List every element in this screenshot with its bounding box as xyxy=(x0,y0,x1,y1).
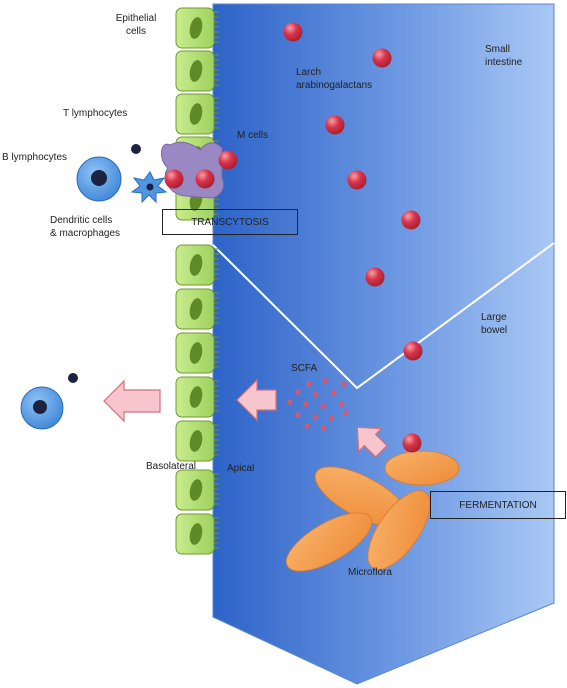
scfa-molecule xyxy=(295,412,301,418)
arabinogalactan-particle xyxy=(283,22,303,42)
bacterium xyxy=(367,490,431,570)
scfa-molecules xyxy=(287,378,349,431)
t-lymphocyte-cell xyxy=(131,144,141,154)
scfa-molecule xyxy=(312,414,318,420)
absorption-arrow-left xyxy=(103,379,161,423)
microflora-bacteria xyxy=(285,450,460,572)
label-microflora: Microflora xyxy=(348,567,392,578)
epithelial-cell xyxy=(175,420,219,462)
arabinogalactan-particle xyxy=(401,210,421,230)
scfa-molecule xyxy=(287,399,293,405)
arabinogalactan-particle xyxy=(365,267,385,287)
dendritic-cell xyxy=(130,171,168,204)
label-m-cells: M cells xyxy=(237,130,269,141)
arabinogalactan-particle xyxy=(325,115,345,135)
scfa-molecule xyxy=(338,401,344,407)
epithelial-cell xyxy=(175,93,219,135)
arabinogalactan-particle xyxy=(195,169,215,189)
label-epithelial-cells: Epithelial cells xyxy=(115,13,157,37)
scfa-molecule xyxy=(304,423,310,429)
label-scfa: SCFA xyxy=(291,363,318,374)
arabinogalactan-particle xyxy=(403,341,423,361)
fermentation-box: FERMENTATION xyxy=(430,491,566,519)
label-dendritic-cells-macrophages: Dendritic cells & macrophages xyxy=(50,215,121,239)
scfa-uptake-arrow xyxy=(236,378,277,422)
label-large-bowel: Large bowel xyxy=(481,312,508,336)
scfa-molecule xyxy=(341,381,347,387)
label-small-intestine: Small intestine xyxy=(485,44,523,68)
label-b-lymphocytes: B lymphocytes xyxy=(2,152,68,163)
intestinal-lumen xyxy=(212,3,555,685)
label-apical: Apical xyxy=(227,463,255,474)
epithelial-cell xyxy=(175,288,219,330)
scfa-molecule xyxy=(321,425,327,431)
arabinogalactan-particles xyxy=(164,22,423,453)
label-t-lymphocytes: T lymphocytes xyxy=(63,108,128,119)
scfa-molecule xyxy=(313,391,319,397)
epithelial-cell xyxy=(175,376,219,418)
transcytosis-box: TRANSCYTOSIS xyxy=(162,209,298,235)
b-lymphocyte-cell xyxy=(76,156,122,202)
arabinogalactan-particle xyxy=(347,170,367,190)
epithelial-cell-column xyxy=(175,7,219,555)
arabinogalactan-particle xyxy=(164,169,184,189)
scfa-molecule xyxy=(306,381,312,387)
t-lymphocyte-lower xyxy=(68,373,78,383)
epithelial-cell xyxy=(175,332,219,374)
immune-cell-lower xyxy=(20,386,64,430)
scfa-molecule xyxy=(322,378,328,384)
label-larch-arabinogalactans: Larch arabinogalactans xyxy=(296,67,373,91)
label-basolateral: Basolateral xyxy=(146,461,197,472)
intestine-boundary-line xyxy=(212,242,555,390)
arabinogalactan-particle xyxy=(218,150,238,170)
fermentation-arrow xyxy=(356,426,388,458)
epithelial-cell xyxy=(175,50,219,92)
bacterium xyxy=(285,512,373,572)
scfa-molecule xyxy=(343,410,349,416)
epithelial-cell xyxy=(175,244,219,286)
scfa-molecule xyxy=(331,390,337,396)
scfa-molecule xyxy=(303,401,309,407)
epithelial-cell xyxy=(175,7,219,49)
epithelial-cell xyxy=(175,469,219,511)
scfa-molecule xyxy=(320,403,326,409)
arabinogalactan-particle xyxy=(372,48,392,68)
scfa-molecule xyxy=(295,389,301,395)
epithelial-cell xyxy=(175,513,219,555)
scfa-molecule xyxy=(328,415,334,421)
bacterium xyxy=(384,450,460,486)
arabinogalactan-particle xyxy=(402,433,422,453)
